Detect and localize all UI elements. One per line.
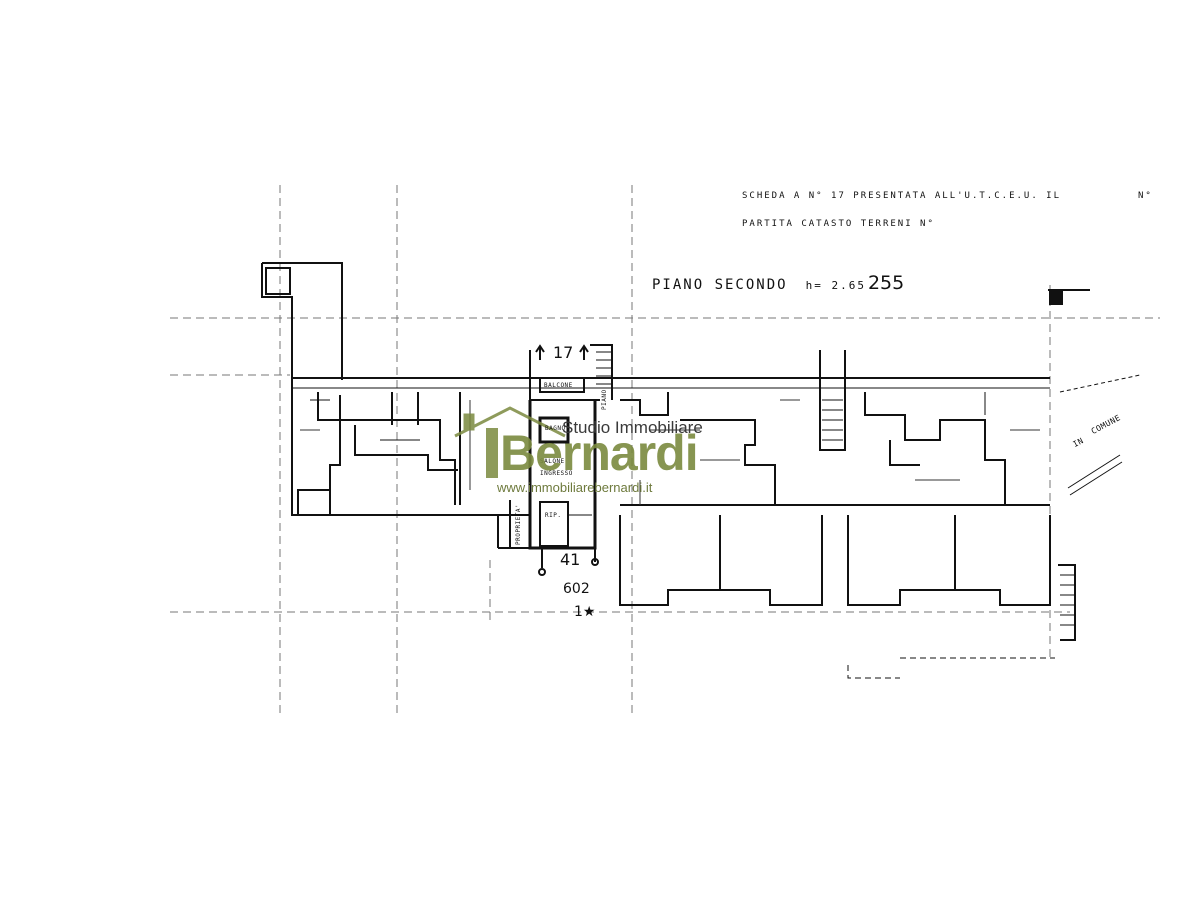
height-label: h= 2.65 — [805, 279, 866, 292]
room-label-rip: RIP. — [545, 512, 562, 519]
partita-header: PARTITA CATASTO TERRENI N° — [742, 219, 935, 229]
room-label-bagno: BAGNO — [545, 425, 566, 432]
room-label-salone: SALONE — [540, 458, 565, 465]
scheda-number-suffix: N° — [1138, 191, 1153, 201]
room-label-ingresso: INGRESSO — [540, 470, 573, 477]
room-label-balcone: BALCONE — [544, 382, 573, 389]
central-unit — [497, 344, 613, 576]
sheet-mark: 17 — [553, 343, 574, 362]
floor-name: PIANO SECONDO — [652, 277, 788, 293]
height-handwritten: 255 — [867, 272, 905, 294]
star-mark: 1★ — [574, 604, 596, 620]
watermark-logo-name: Bernardi — [500, 425, 699, 481]
watermark-house-icon — [454, 406, 566, 478]
room-label-proprieta: PROPRIETA' — [515, 503, 522, 545]
room-label-piano: PIANO — [601, 389, 608, 410]
unit-number: 41 — [560, 550, 581, 569]
watermark-studio: Studio Immobiliare — [562, 418, 703, 437]
subunit-number: 602 — [563, 581, 590, 597]
right-wing — [619, 289, 1141, 679]
watermark-url: www.immobiliarebernardi.it — [497, 480, 653, 495]
scheda-header: SCHEDA A N° 17 PRESENTATA ALL'U.T.C.E.U.… — [742, 191, 1061, 201]
construction-lines — [170, 185, 1160, 715]
left-wing — [261, 262, 1050, 516]
